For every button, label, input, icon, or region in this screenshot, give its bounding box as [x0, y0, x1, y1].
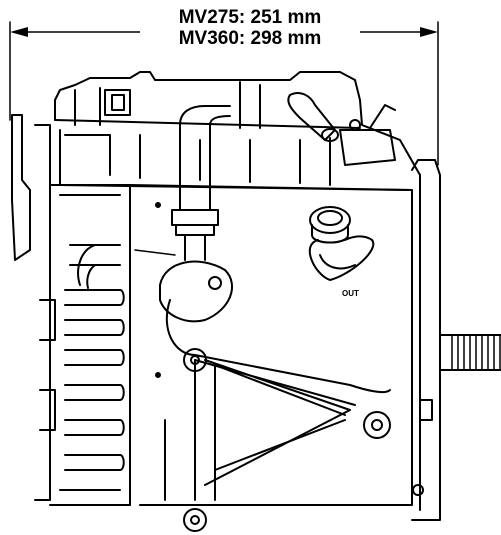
pump-body: [129, 184, 413, 506]
top-fittings: [104, 89, 361, 142]
top-housing: [54, 71, 421, 191]
vertical-pipe: [171, 105, 231, 261]
right-flange: [411, 159, 441, 521]
outlet-nozzle: [308, 206, 375, 281]
dimension-label-mv275: MV275: 251 mm: [140, 8, 360, 28]
dimension-label-mv360: MV360: 298 mm: [140, 29, 360, 49]
motor-housing: [11, 114, 176, 506]
drive-shaft: [439, 334, 501, 371]
outlet-label: OUT: [342, 289, 359, 298]
support-frame: [159, 260, 391, 501]
bolts: [183, 276, 424, 532]
